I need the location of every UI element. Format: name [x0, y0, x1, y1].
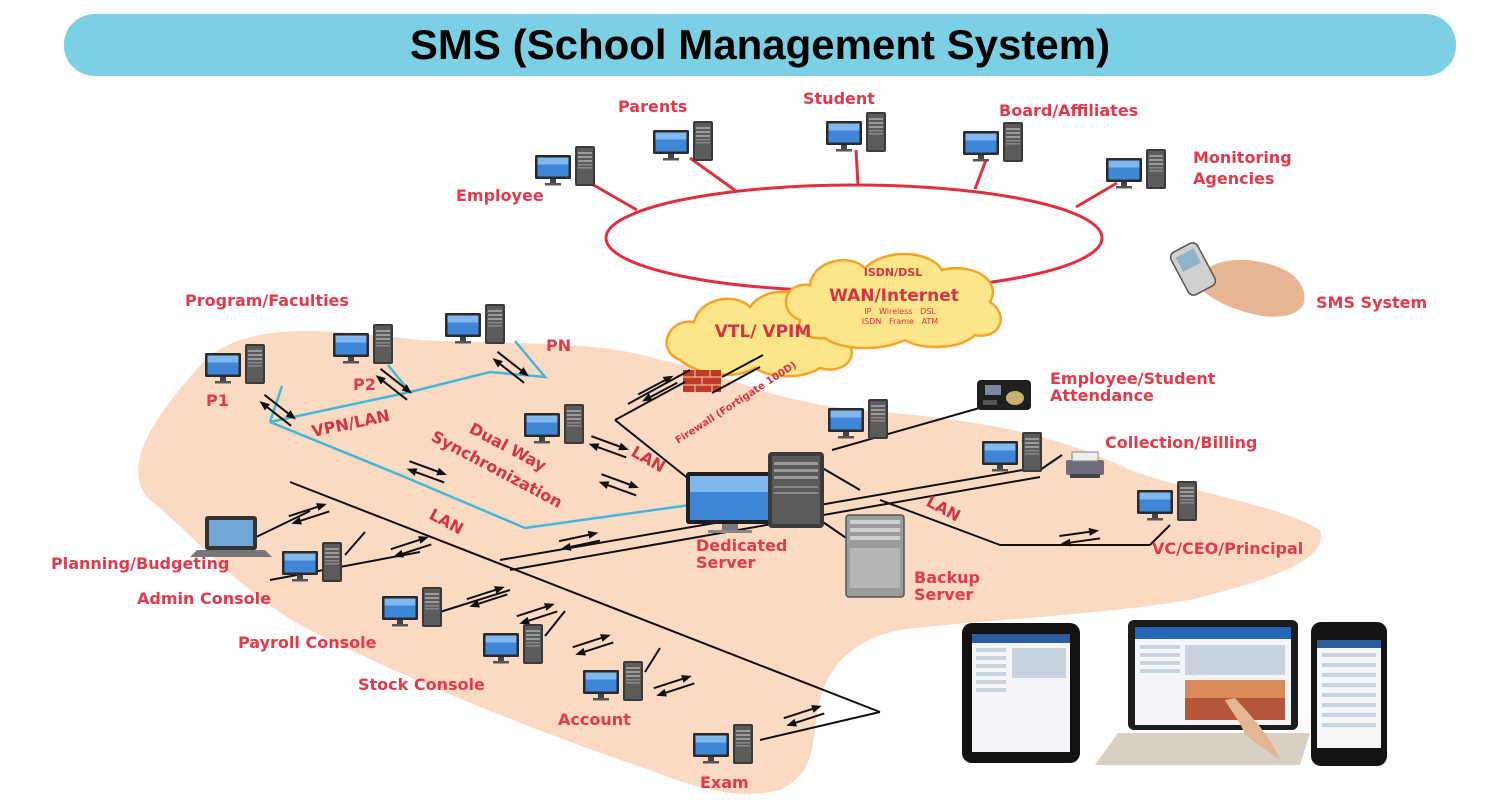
- wan-sub-line-2: ISDN Frame ATM: [862, 317, 939, 326]
- planning-label: Planning/Budgeting: [51, 554, 230, 573]
- student-computer-icon: [826, 112, 886, 152]
- wan-sub-line-1: IP Wireless DSL: [864, 307, 936, 316]
- parents-label: Parents: [618, 97, 688, 116]
- program-faculties-label: Program/Faculties: [185, 291, 349, 310]
- backup-server-label-2: Server: [914, 585, 974, 604]
- backup-server-icon: [845, 514, 905, 598]
- attendance-label-1: Employee/Student: [1050, 369, 1216, 388]
- stock-console-label: Stock Console: [358, 675, 485, 694]
- sms-system-label: SMS System: [1316, 293, 1428, 312]
- board-computer-icon: [963, 122, 1023, 162]
- parents-computer-icon: [653, 121, 713, 161]
- pn-label: PN: [546, 336, 572, 355]
- exam-label: Exam: [700, 773, 749, 792]
- firewall-links: [614, 354, 764, 421]
- laptop-icon: [190, 516, 272, 557]
- billing-label: Collection/Billing: [1105, 433, 1258, 452]
- admin-console-label: Admin Console: [137, 589, 271, 608]
- dedicated-server-label-2: Server: [696, 553, 756, 572]
- employee-computer-icon: [535, 146, 595, 186]
- biometric-scanner-icon: [977, 380, 1031, 410]
- wan-cloud-icon: [784, 252, 1002, 350]
- wan-spokes: [589, 149, 1118, 212]
- devices-collage: [962, 620, 1387, 766]
- payroll-console-label: Payroll Console: [238, 633, 377, 652]
- hand-phone-icon: [1169, 242, 1305, 317]
- backup-server-label-1: Backup: [914, 568, 980, 587]
- employee-label: Employee: [456, 186, 544, 205]
- page-title: SMS (School Management System): [409, 21, 1111, 68]
- p2-label: P2: [353, 375, 376, 394]
- principal-label: VC/CEO/Principal: [1152, 539, 1304, 558]
- student-label: Student: [803, 89, 875, 108]
- monitoring-label-1: Monitoring: [1193, 148, 1292, 167]
- attendance-label-2: Attendance: [1050, 386, 1154, 405]
- dedicated-server-label-1: Dedicated: [696, 536, 788, 555]
- wan-internet-label: WAN/Internet: [829, 286, 959, 306]
- printer-icon: [1066, 451, 1104, 478]
- isdn-dsl-label: ISDN/DSL: [864, 266, 922, 279]
- p1-label: P1: [206, 391, 229, 410]
- vtl-vpim-label: VTL/ VPIM: [715, 322, 812, 342]
- pn-computer-icon: [445, 304, 505, 344]
- firewall-icon: [683, 370, 721, 392]
- monitoring-label-2: Agencies: [1193, 169, 1275, 188]
- dedicated-server-icon: [686, 452, 824, 533]
- board-label: Board/Affiliates: [999, 101, 1139, 120]
- title-banner: SMS (School Management System): [64, 14, 1456, 76]
- account-label: Account: [558, 710, 631, 729]
